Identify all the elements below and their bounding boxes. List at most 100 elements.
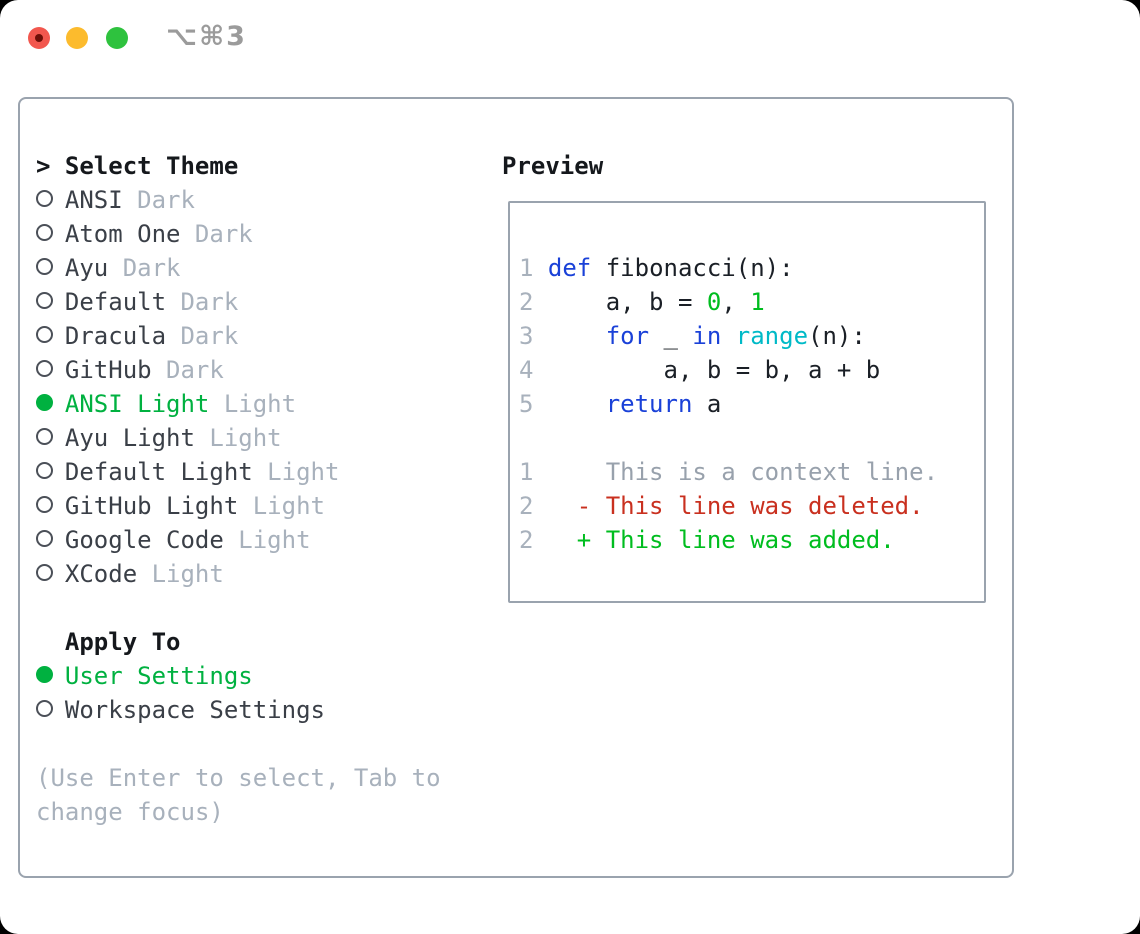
spacer-row [36,727,441,761]
code-segment: fibonacci(n): [591,254,794,282]
theme-name: Default [64,288,167,316]
apply-option-label: Workspace Settings [64,696,325,724]
theme-variant: Dark [166,356,224,384]
theme-variant: Light [238,526,311,554]
code-segment: 1 [519,254,548,282]
theme-name: Atom One [64,220,181,248]
theme-option-default-light[interactable]: Default Light Light [36,455,441,489]
theme-name: Dracula [64,322,167,350]
code-segment: a, b = [547,288,707,316]
code-segment: - This line was deleted. [533,492,924,520]
theme-option-ayu-light[interactable]: Ayu Light Light [36,421,441,455]
theme-variant: Light [252,492,325,520]
apply-option-label: User Settings [64,662,253,690]
diff-deleted-line: 2 - This line was deleted. [519,489,984,523]
theme-variant: Light [151,560,224,588]
theme-name: GitHub Light [64,492,239,520]
theme-variant: Light [267,458,340,486]
radio-icon[interactable] [36,523,65,557]
theme-name: XCode [64,560,138,588]
spacer-row [36,591,441,625]
radio-icon[interactable] [36,285,65,319]
theme-name: Default Light [64,458,253,486]
radio-icon[interactable] [36,557,65,591]
theme-variant: Dark [180,288,239,316]
theme-name: Ayu [64,254,109,282]
radio-icon[interactable] [36,693,65,727]
theme-option-atom-one-dark[interactable]: Atom One Dark [36,217,441,251]
theme-option-default-dark[interactable]: Default Dark [36,285,441,319]
radio-icon[interactable] [36,353,65,387]
close-button[interactable] [28,27,50,49]
theme-option-google-code-light[interactable]: Google Code Light [36,523,441,557]
code-segment: 0 [706,288,722,316]
theme-variant: Dark [194,220,253,248]
prompt-icon: > [36,152,51,180]
diff-context-line: 1 This is a context line. [519,455,984,489]
code-line: 5 return a [519,387,984,421]
apply-option-workspace-settings[interactable]: Workspace Settings [36,693,441,727]
code-segment: in [692,322,722,350]
radio-icon[interactable] [36,387,65,421]
code-segment: 1 [519,458,534,486]
code-segment: _ [649,322,693,350]
code-line: 2 a, b = 0, 1 [519,285,984,319]
theme-name: ANSI Light [64,390,210,418]
radio-icon[interactable] [36,421,65,455]
code-segment: 1 [750,288,765,316]
theme-variant: Light [223,390,297,418]
code-segment: (n): [808,322,866,350]
radio-icon[interactable] [36,489,65,523]
code-segment: 3 [519,322,548,350]
theme-option-ayu-dark[interactable]: Ayu Dark [36,251,441,285]
theme-option-ansi-light[interactable]: ANSI Light Light [36,387,441,421]
radio-icon[interactable] [36,455,65,489]
preview-box: 1 def fibonacci(n): 2 a, b = 0, 1 3 for … [508,201,986,603]
section-title: Select Theme [64,152,239,180]
theme-option-github-light[interactable]: GitHub Light Light [36,489,441,523]
help-text-line: change focus) [36,798,224,826]
zoom-button[interactable] [106,27,128,49]
radio-icon[interactable] [36,659,65,693]
theme-variant: Dark [137,186,195,214]
diff-added-line: 2 + This line was added. [519,523,984,557]
code-segment: 4 [519,356,548,384]
apply-to-header: Apply To [36,625,441,659]
radio-icon[interactable] [36,251,65,285]
theme-name: Google Code [64,526,224,554]
radio-icon[interactable] [36,319,65,353]
radio-icon[interactable] [36,183,65,217]
theme-variant: Dark [122,254,181,282]
code-segment: a [692,390,722,418]
code-line: 4 a, b = b, a + b [519,353,984,387]
code-segment [721,322,735,350]
code-segment: This is a context line. [533,458,939,486]
code-segment: , [721,288,751,316]
help-text-line: (Use Enter to select, Tab to [36,764,441,792]
code-segment: a, b = b, a + b [547,356,881,384]
apply-option-user-settings[interactable]: User Settings [36,659,441,693]
radio-icon[interactable] [36,217,65,251]
preview-header: Preview [502,152,604,180]
code-segment: return [605,390,693,418]
window-titlebar: ⌥⌘3 [0,0,1140,76]
code-segment: for [605,322,650,350]
theme-variant: Light [209,424,282,452]
section-title: Apply To [64,628,181,656]
theme-name: ANSI [64,186,123,214]
theme-option-ansi-dark[interactable]: ANSI Dark [36,183,441,217]
window-title-shortcut: ⌥⌘3 [166,21,247,52]
spacer-row [519,421,984,455]
theme-name: Ayu Light [64,424,195,452]
select-theme-header: > Select Theme [36,149,441,183]
code-segment [548,322,606,350]
code-segment: 2 [519,288,548,316]
code-segment: 2 [519,526,534,554]
code-segment: def [547,254,592,282]
theme-option-xcode-light[interactable]: XCode Light [36,557,441,591]
minimize-button[interactable] [66,27,88,49]
code-segment: 2 [519,492,534,520]
